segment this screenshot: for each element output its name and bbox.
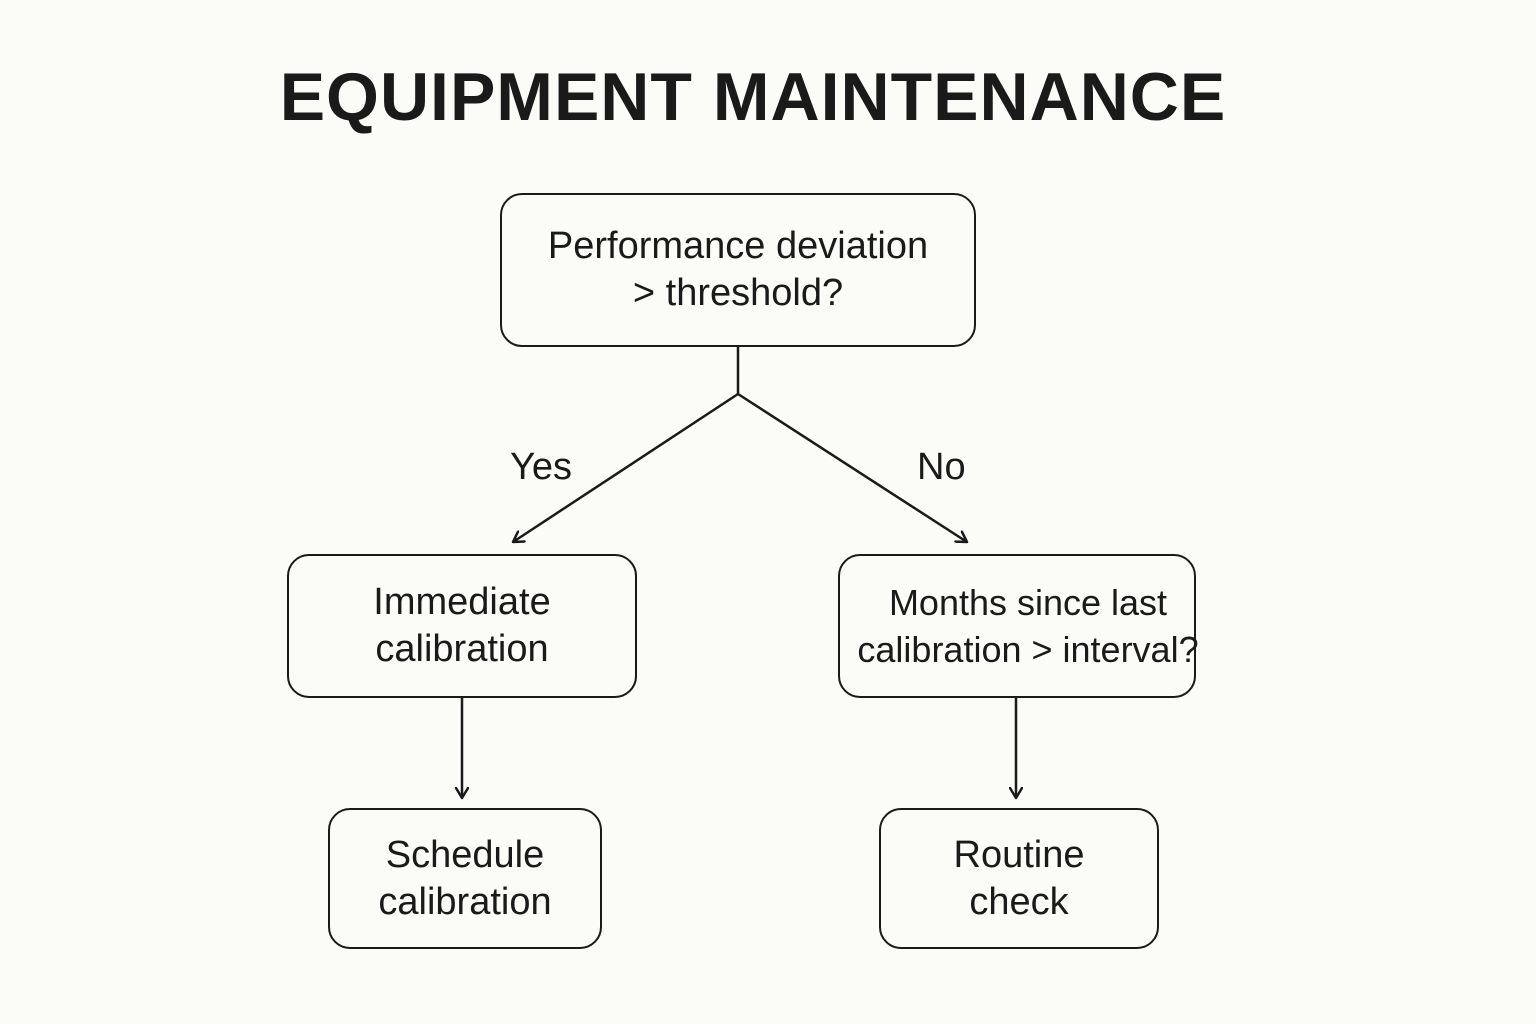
decision-node-calibration-interval: Months since last calibration > interval… — [838, 554, 1199, 698]
node-label-line: calibration > interval? — [857, 629, 1199, 670]
edge-label-yes: Yes — [510, 446, 572, 488]
action-node-immediate-calibration: Immediate calibration — [287, 554, 637, 698]
action-node-schedule-calibration: Schedule calibration — [328, 808, 602, 949]
action-node-routine-check: Routine check — [879, 808, 1159, 949]
node-label-line: Performance deviation — [547, 225, 929, 267]
node-label-line: calibration — [378, 880, 552, 923]
node-label-line: check — [969, 880, 1069, 923]
connector-no-arrow — [737, 392, 967, 542]
edge-label-no: No — [917, 446, 966, 488]
decision-node-performance-deviation: Performance deviation > threshold? — [500, 193, 976, 347]
diagram-title: EQUIPMENT MAINTENANCE — [279, 59, 1227, 135]
node-label-line: calibration — [375, 628, 549, 670]
node-label-line: Routine — [953, 833, 1085, 876]
node-label-line: Months since last — [888, 582, 1168, 623]
node-label-line: Immediate — [373, 581, 551, 623]
node-label-line: Schedule — [385, 833, 545, 876]
node-label-line: > threshold? — [632, 272, 844, 314]
connector-yes-arrow — [513, 392, 739, 542]
